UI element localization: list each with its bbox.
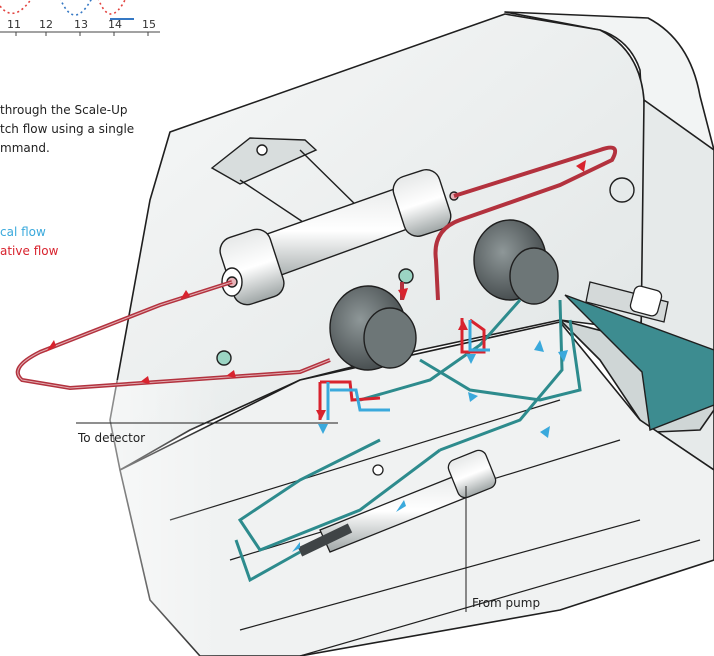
caption-line: mmand. (0, 141, 50, 155)
chromatogram (0, 0, 160, 36)
caption-line: through the Scale-Up (0, 103, 128, 117)
switch-lines (316, 318, 490, 434)
rotary-valve-icon (216, 177, 635, 371)
tick-label: 11 (7, 18, 21, 31)
drip-tray (564, 294, 714, 431)
tick-label: 15 (142, 18, 156, 31)
flow-arrows (46, 160, 586, 552)
analytical-tubing (234, 299, 582, 583)
legend-preparative: ative flow (0, 244, 59, 258)
pump-label: From pump (472, 596, 541, 610)
detector-label: To detector (78, 431, 146, 445)
tick-label: 13 (74, 18, 88, 31)
guard-cartridge (297, 449, 497, 557)
fade-overlay (0, 380, 220, 656)
tick-label: 14 (108, 18, 122, 31)
caption-line: tch flow using a single (0, 122, 135, 136)
legend-analytical: cal flow (0, 225, 46, 239)
tick-label: 12 (39, 18, 53, 31)
fitting-icon (585, 281, 669, 323)
